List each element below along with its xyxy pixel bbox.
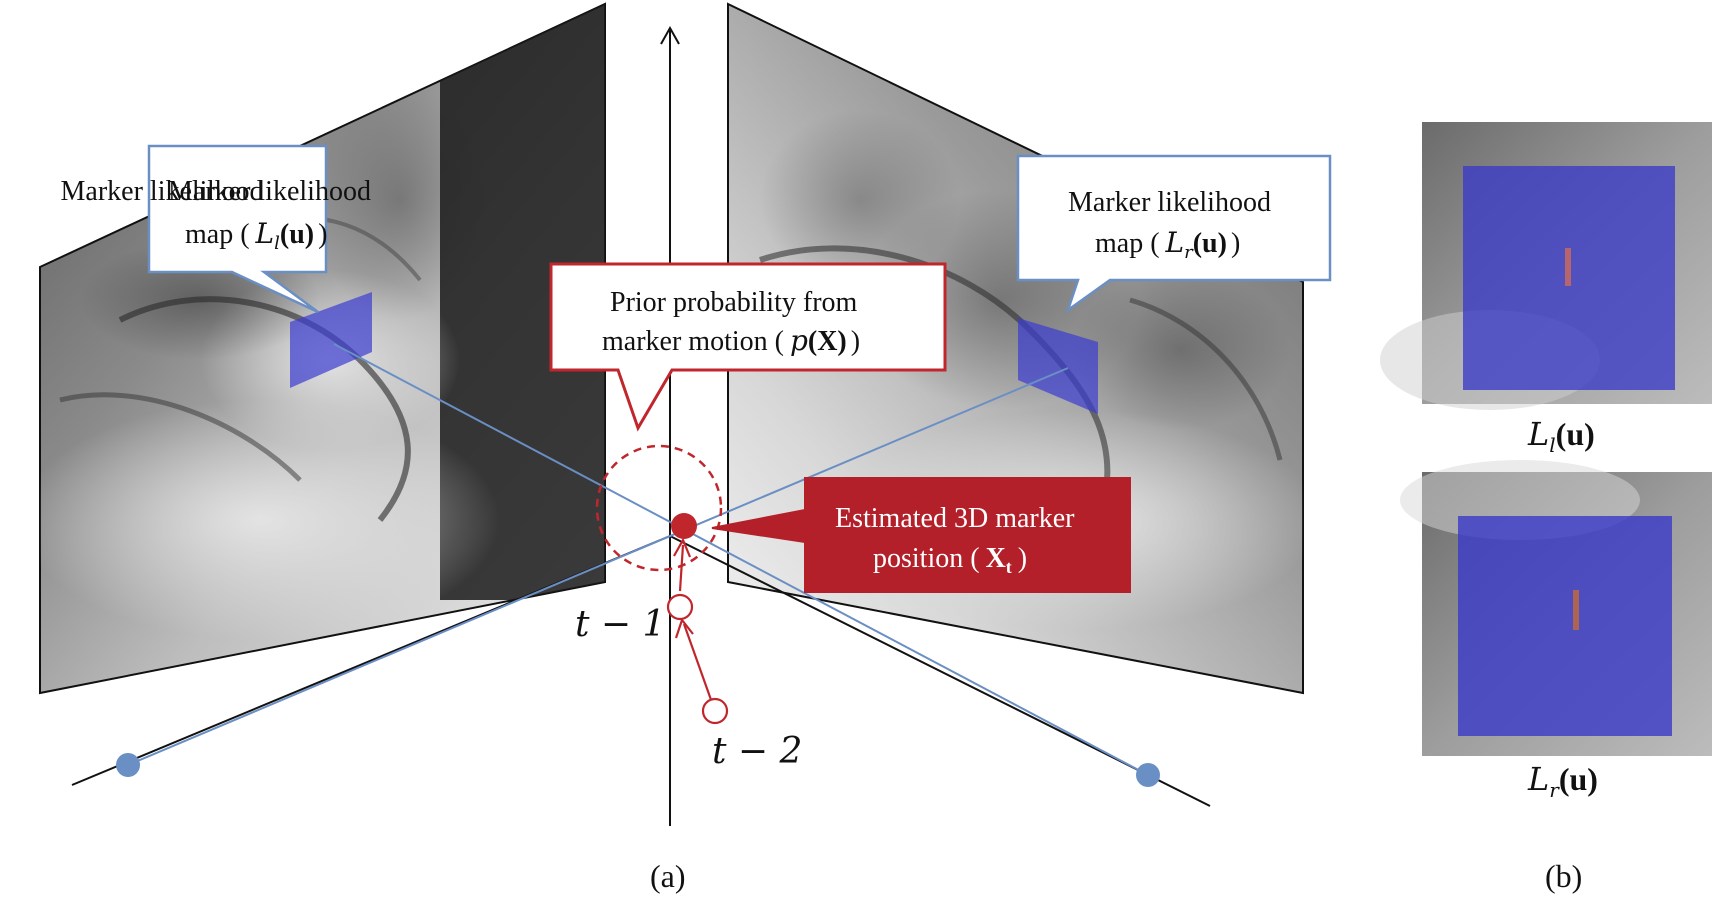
left-callout-line1-text: Marker likelihood	[168, 176, 371, 207]
panel-label-a: (a)	[650, 858, 686, 894]
label-t-minus-1: t − 1	[575, 604, 665, 645]
panel-label-b: (b)	[1545, 858, 1582, 894]
right-source-dot	[1136, 763, 1160, 787]
left-source-dot	[116, 753, 140, 777]
estimated-marker-dot	[671, 513, 697, 539]
right-callout-line2: map (Lr(u))	[1095, 226, 1240, 263]
estimated-callout	[711, 477, 1131, 593]
prior-callout	[549, 262, 947, 432]
vertical-axis-arrowhead	[660, 25, 680, 45]
right-callout-line1: Marker likelihood	[1068, 187, 1271, 218]
estimated-callout-line2: position (Xt)	[873, 543, 1027, 577]
left-callout-line1: Marker likelihood	[61, 176, 264, 207]
estimated-callout-line1: Estimated 3D marker	[835, 503, 1075, 534]
thumbnail-bottom-overlay	[1458, 516, 1672, 736]
thumbnail-bottom-label: Lr(u)	[1527, 760, 1598, 802]
left-likelihood-overlay	[290, 292, 372, 388]
svg-text:Marker likelihood: Marker likelihood	[61, 176, 264, 207]
label-t-minus-2: t − 2	[712, 731, 802, 772]
left-xray-panel	[39, 2, 606, 695]
left-map-callout: Marker likelihood	[61, 144, 328, 314]
marker-trajectory	[673, 537, 717, 712]
projection-lines	[127, 343, 1149, 776]
marker-t2-circle	[701, 697, 729, 725]
prior-region-circle	[595, 444, 723, 572]
thumbnail-top-label: Ll(u)	[1527, 415, 1595, 457]
thumbnail-top	[1380, 122, 1712, 410]
prior-callout-line1: Prior probability from	[610, 287, 858, 318]
marker-t1-circle	[666, 593, 694, 621]
prior-callout-line2: marker motion (p(X))	[602, 324, 860, 357]
right-map-callout	[1016, 154, 1332, 314]
left-callout-line2: map (Ll(u))	[185, 217, 327, 254]
right-likelihood-overlay	[1018, 318, 1098, 414]
thumbnail-bottom	[1400, 460, 1712, 756]
